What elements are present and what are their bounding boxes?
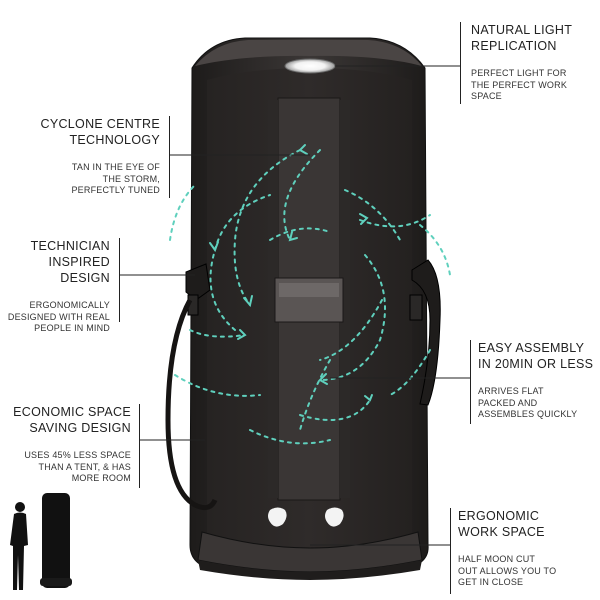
callout-economic-space: ECONOMIC SPACE SAVING DESIGN USES 45% LE… [4, 404, 140, 488]
ergonomic-title: ERGONOMIC WORK SPACE [458, 509, 545, 539]
spray-gun-right-icon [409, 259, 441, 406]
callout-ergonomic-work-space: ERGONOMIC WORK SPACE HALF MOON CUT OUT A… [450, 508, 598, 594]
callout-easy-assembly: EASY ASSEMBLY IN 20MIN OR LESS ARRIVES F… [470, 340, 598, 424]
cyclone-desc: TAN IN THE EYE OF THE STORM, PERFECTLY T… [71, 162, 160, 195]
foot-pads-icon [268, 507, 344, 527]
callout-natural-light: NATURAL LIGHT REPLICATION PERFECT LIGHT … [460, 22, 595, 104]
assembly-title: EASY ASSEMBLY IN 20MIN OR LESS [478, 341, 594, 371]
person-silhouette-icon [10, 502, 28, 590]
packed-box-icon [40, 493, 72, 588]
cyclone-arrowheads-icon [209, 144, 373, 402]
booth-top-cap [195, 40, 422, 66]
callout-technician-design: TECHNICIAN INSPIRED DESIGN ERGONOMICALLY… [0, 238, 120, 335]
ergonomic-desc: HALF MOON CUT OUT ALLOWS YOU TO GET IN C… [458, 554, 557, 587]
technician-title: TECHNICIAN INSPIRED DESIGN [30, 239, 110, 285]
economic-desc: USES 45% LESS SPACE THAN A TENT, & HAS M… [24, 450, 131, 483]
callout-cyclone-technology: CYCLONE CENTRE TECHNOLOGY TAN IN THE EYE… [20, 116, 170, 198]
technician-desc: ERGONOMICALLY DESIGNED WITH REAL PEOPLE … [7, 300, 110, 333]
natural-light-desc: PERFECT LIGHT FOR THE PERFECT WORK SPACE [471, 68, 568, 101]
natural-light [284, 58, 336, 74]
cyclone-title: CYCLONE CENTRE TECHNOLOGY [40, 117, 160, 147]
spray-gun-left-icon [165, 263, 218, 511]
economic-title: ECONOMIC SPACE SAVING DESIGN [13, 405, 131, 435]
natural-light-title: NATURAL LIGHT REPLICATION [471, 23, 573, 53]
assembly-desc: ARRIVES FLAT PACKED AND ASSEMBLES QUICKL… [478, 386, 578, 419]
leader-lines [120, 65, 470, 546]
